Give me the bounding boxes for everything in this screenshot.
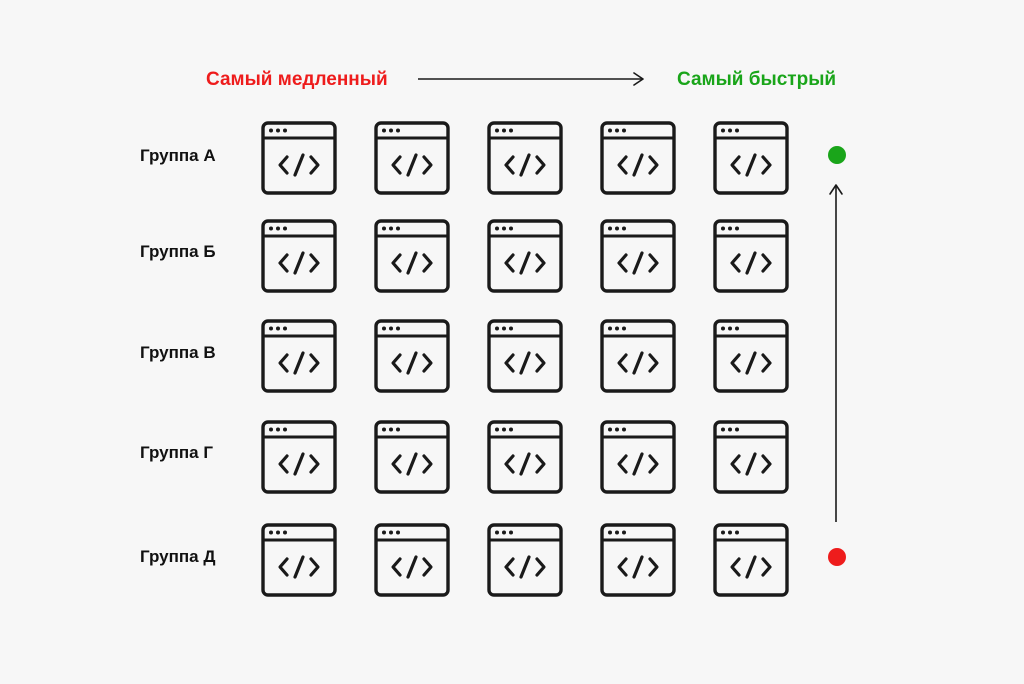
code-window-icon [487, 121, 563, 195]
group-label-g: Группа Г [140, 443, 213, 462]
slow-indicator-dot [828, 548, 846, 566]
code-window-icon [487, 319, 563, 393]
code-window-icon [261, 219, 337, 293]
code-window-icon [261, 319, 337, 393]
code-window-icon [600, 219, 676, 293]
upward-arrow [829, 184, 843, 522]
code-window-icon [374, 319, 450, 393]
code-window-icon [487, 219, 563, 293]
code-window-icon [374, 420, 450, 494]
slow-to-fast-arrow [418, 72, 644, 86]
code-window-icon [261, 420, 337, 494]
code-window-icon [713, 523, 789, 597]
code-window-icon [374, 523, 450, 597]
group-label-b: Группа Б [140, 242, 216, 261]
code-window-icon [713, 420, 789, 494]
code-window-icon [600, 121, 676, 195]
code-window-icon [713, 121, 789, 195]
code-window-icon [713, 219, 789, 293]
fast-indicator-dot [828, 146, 846, 164]
code-window-icon [713, 319, 789, 393]
code-window-icon [374, 219, 450, 293]
group-label-d: Группа Д [140, 547, 216, 566]
speed-label-slowest: Самый медленный [206, 69, 388, 90]
code-window-icon [600, 319, 676, 393]
code-window-icon [600, 523, 676, 597]
code-window-icon [487, 420, 563, 494]
group-label-a: Группа А [140, 146, 216, 165]
code-window-icon [600, 420, 676, 494]
code-window-icon [374, 121, 450, 195]
code-window-icon [487, 523, 563, 597]
group-label-v: Группа В [140, 343, 216, 362]
code-window-icon [261, 121, 337, 195]
speed-label-fastest: Самый быстрый [677, 69, 837, 90]
code-window-icon [261, 523, 337, 597]
